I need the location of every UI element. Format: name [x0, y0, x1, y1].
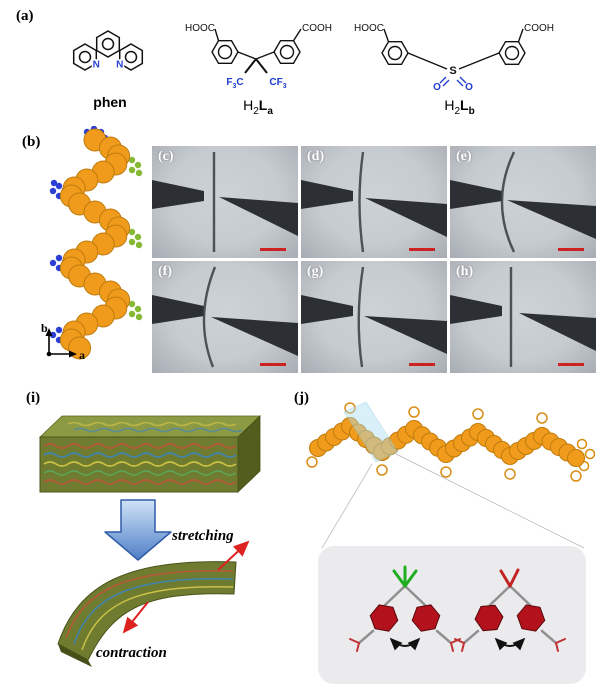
axis-a-label: a [79, 348, 85, 362]
tweezer-silhouette [152, 180, 204, 209]
phenyl-ring [411, 604, 441, 632]
panel-label-d: (d) [307, 149, 325, 164]
ligand-b-cooh: COOH [524, 23, 554, 34]
phen-structure: N N [72, 30, 144, 72]
helix-strand [59, 128, 131, 360]
panel-label-b: (b) [22, 134, 41, 150]
phen-name: phen [93, 94, 127, 110]
ligand-b-hooc: HOOC [354, 23, 384, 34]
panel-label-j: (j) [294, 390, 309, 406]
molecule-right [454, 568, 566, 652]
axis-b-label: b [41, 321, 48, 335]
micrograph-grid: (c) (d) (e) [152, 146, 596, 373]
crystal-strong-bend [500, 151, 516, 253]
panel-label-c: (c) [158, 149, 174, 164]
needle-silhouette [219, 197, 298, 236]
gray-bonds [462, 584, 558, 645]
micrograph-f-art [152, 266, 298, 368]
ligand-a-cf3: CF3 [269, 77, 286, 90]
scale-bar [558, 248, 584, 251]
tweezer-silhouette [301, 180, 353, 209]
micrograph-g-art [301, 266, 447, 368]
sulfur-atom: S [449, 65, 456, 77]
micrograph-d: (d) [301, 146, 447, 258]
tweezer-silhouette [450, 295, 502, 324]
phen-rings [72, 30, 144, 71]
crystal-slight-bend [358, 151, 365, 253]
gray-bonds [357, 584, 453, 645]
ligand-a-hooc: HOOC [185, 23, 215, 34]
ring-rotation-arrow [494, 637, 526, 651]
ligand-b-name: H2Lb [444, 97, 475, 117]
micrograph-d-art [301, 151, 447, 253]
panel-label-i: (i) [26, 390, 41, 406]
block-helix-texture [43, 421, 243, 485]
band-helix-texture [65, 569, 234, 651]
chain-segment-highlight [343, 401, 399, 463]
axis-indicator [45, 328, 77, 358]
chain-conformation-diagram [306, 401, 596, 684]
needle-silhouette [519, 313, 596, 351]
needle-silhouette [365, 198, 447, 237]
callout-lines [321, 453, 585, 549]
tweezer-silhouette [152, 295, 204, 324]
oxygen-left: O [433, 82, 441, 93]
phen-nitrogen-right: N [116, 60, 123, 71]
sulfonyl-double-bonds [439, 76, 467, 87]
bending-scheme [39, 415, 261, 667]
micrograph-e-art [450, 151, 596, 253]
panel-label-h: (h) [456, 264, 474, 279]
oxygen-right: O [465, 82, 473, 93]
micrograph-g: (g) [301, 261, 447, 373]
panel-label-g: (g) [307, 264, 324, 279]
ligand-b-skeleton [381, 28, 526, 70]
ligand-b-structure: HOOC COOH S O O [354, 23, 554, 93]
phenyl-ring [474, 604, 504, 632]
needle-silhouette [364, 316, 447, 354]
micrograph-c: (c) [152, 146, 298, 258]
scale-bar [409, 363, 435, 366]
phenyl-ring [516, 604, 546, 632]
carboxyl-tips [454, 638, 566, 652]
molecule-left [349, 565, 461, 652]
cf3-sticks-green [392, 565, 418, 588]
crystal-block [39, 415, 261, 493]
ligand-a-skeleton [211, 28, 302, 74]
phen-nitrogen-left: N [93, 60, 100, 71]
scale-bar [409, 248, 435, 251]
bent-crystal-band [57, 561, 237, 667]
conformation-callout-box [318, 546, 586, 684]
ring-rotation-arrow [389, 637, 421, 651]
micrograph-f: (f) [152, 261, 298, 373]
tweezer-silhouette [301, 295, 353, 324]
micrograph-h: (h) [450, 261, 596, 373]
micrograph-h-art [450, 267, 596, 367]
panel-label-e: (e) [456, 149, 472, 164]
helix-packing-diagram: b a [41, 126, 143, 362]
contraction-arrow [122, 601, 149, 634]
scale-bar [260, 363, 286, 366]
zigzag-chain [309, 417, 585, 467]
panel-label-f: (f) [158, 264, 172, 279]
ligand-a-f3c: F3C [226, 77, 243, 90]
needle-silhouette [211, 317, 298, 356]
ligand-a-name: H2La [243, 97, 273, 117]
phenyl-ring [369, 604, 399, 632]
ligand-a-structure: HOOC COOH F3C CF3 [185, 23, 332, 90]
crystal-slight-bend [357, 266, 365, 368]
stretching-label: stretching [172, 528, 234, 544]
stretching-arrow [217, 540, 250, 571]
scale-bar [558, 363, 584, 366]
tweezer-silhouette [450, 180, 502, 209]
micrograph-c-art [152, 152, 298, 252]
needle-silhouette [507, 200, 596, 239]
apex-sticks-red [499, 568, 520, 588]
panel-label-a: (a) [16, 8, 34, 24]
scale-bar [260, 248, 286, 251]
crystal-strong-bend [202, 266, 217, 368]
ligand-a-cooh: COOH [302, 23, 332, 34]
transformation-arrow-icon [104, 499, 172, 561]
contraction-label: contraction [96, 645, 167, 661]
micrograph-e: (e) [450, 146, 596, 258]
